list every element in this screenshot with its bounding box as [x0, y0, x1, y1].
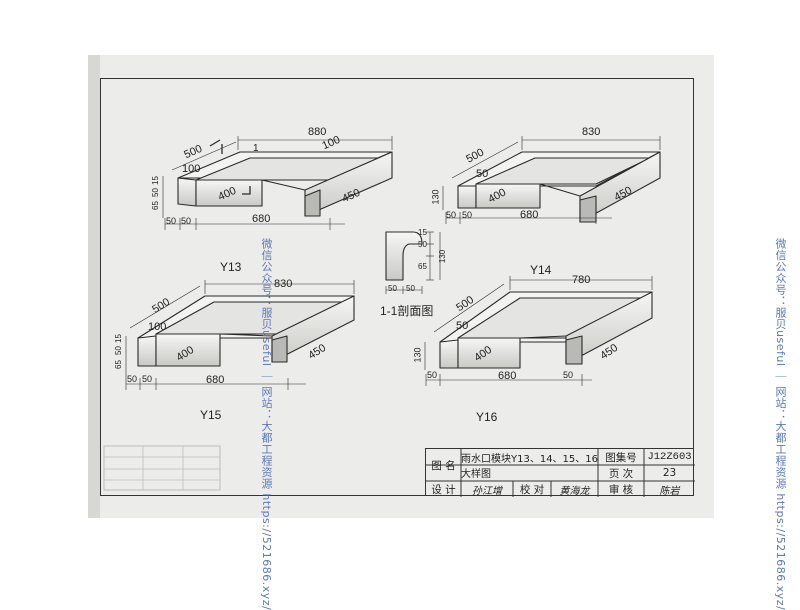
section-dim-total: 130	[438, 249, 448, 264]
faded-stamp	[103, 445, 221, 491]
y14-dim-width-top: 830	[582, 126, 601, 138]
y14-dim-gap-left: 50	[446, 210, 457, 220]
section-dim-w2: 50	[406, 284, 415, 293]
y16-label: Y16	[476, 410, 498, 424]
section-label: 1-1剖面图	[380, 304, 434, 318]
y13-label: Y13	[220, 260, 242, 274]
section-dim-h3: 65	[418, 262, 427, 271]
y15-dim-base: 680	[206, 374, 225, 386]
y15-dim-gap-left: 50	[127, 374, 138, 384]
drawing-title: 雨水口模块Y13、14、15、16大样图	[461, 454, 599, 480]
y14-block-drawing	[442, 136, 661, 224]
y16-dim-height: 130	[412, 347, 423, 363]
drawing-frame	[100, 78, 694, 496]
y13-dim-h1: 15	[150, 176, 160, 185]
y13-dim-h2: 50	[150, 188, 160, 197]
section-dim-h2: 50	[418, 240, 427, 249]
designer-label: 设 计	[431, 483, 456, 496]
page-number: 23	[662, 467, 677, 479]
page-number-label: 页 次	[608, 467, 634, 480]
title-block: 图 名 雨水口模块Y13、14、15、16大样图 图集号 J12Z603 页 次…	[425, 448, 695, 497]
y13-dim-gap-right: 50	[181, 216, 192, 226]
section-1-1-drawing	[385, 231, 441, 294]
y13-dim-h3: 65	[150, 201, 160, 210]
section-mark: 1	[253, 143, 259, 154]
y15-dim-lip: 100	[148, 321, 167, 333]
binding-strip	[88, 55, 100, 518]
y16-dim-lip: 50	[456, 320, 469, 332]
y15-dim-gap-right: 50	[142, 374, 153, 384]
y16-dim-base: 680	[498, 370, 517, 382]
technical-drawing	[125, 136, 661, 390]
y16-dim-gap-right: 50	[563, 370, 574, 380]
y14-dim-gap-right: 50	[462, 210, 473, 220]
reviewer-label: 审 核	[608, 483, 634, 496]
y13-block-drawing	[162, 136, 393, 230]
designer-signature: 孙江增	[472, 485, 502, 497]
checker-signature: 黄海龙	[559, 485, 590, 497]
title-name-label: 图 名	[431, 459, 456, 472]
y14-dim-lip: 50	[476, 168, 489, 180]
watermark-right: 微信公众号：服贝useful ｜ 网站：大都工程资源 https://52168…	[774, 238, 787, 610]
reviewer-signature: 陈岩	[659, 485, 680, 497]
y14-dim-height: 130	[430, 189, 441, 205]
y14-dim-base: 680	[520, 209, 539, 221]
y13-dim-width-top: 880	[308, 126, 327, 138]
y15-block-drawing	[125, 280, 355, 390]
section-dim-w1: 50	[388, 284, 397, 293]
y15-dim-h2: 50	[113, 346, 123, 355]
y13-dim-gap-left: 50	[166, 216, 177, 226]
y15-dim-h3: 65	[113, 360, 123, 369]
y16-dim-width-top: 780	[572, 274, 591, 286]
drawing-sheet	[88, 55, 714, 518]
watermark-center: 微信公众号：服贝useful ｜ 网站：大都工程资源 https://52168…	[260, 238, 273, 610]
checker-label: 校 对	[519, 483, 545, 496]
section-dim-h1: 15	[418, 228, 427, 237]
atlas-number: J12Z603	[647, 451, 692, 463]
y16-block-drawing	[424, 276, 653, 386]
y14-label: Y14	[530, 263, 552, 277]
y16-dim-gap-left: 50	[427, 370, 438, 380]
y13-dim-lip: 100	[182, 163, 201, 175]
y13-dim-base: 680	[252, 213, 271, 225]
y15-label: Y15	[200, 408, 222, 422]
y15-dim-width-top: 830	[274, 278, 293, 290]
atlas-number-label: 图集号	[605, 451, 637, 464]
y15-dim-h1: 15	[113, 334, 123, 343]
